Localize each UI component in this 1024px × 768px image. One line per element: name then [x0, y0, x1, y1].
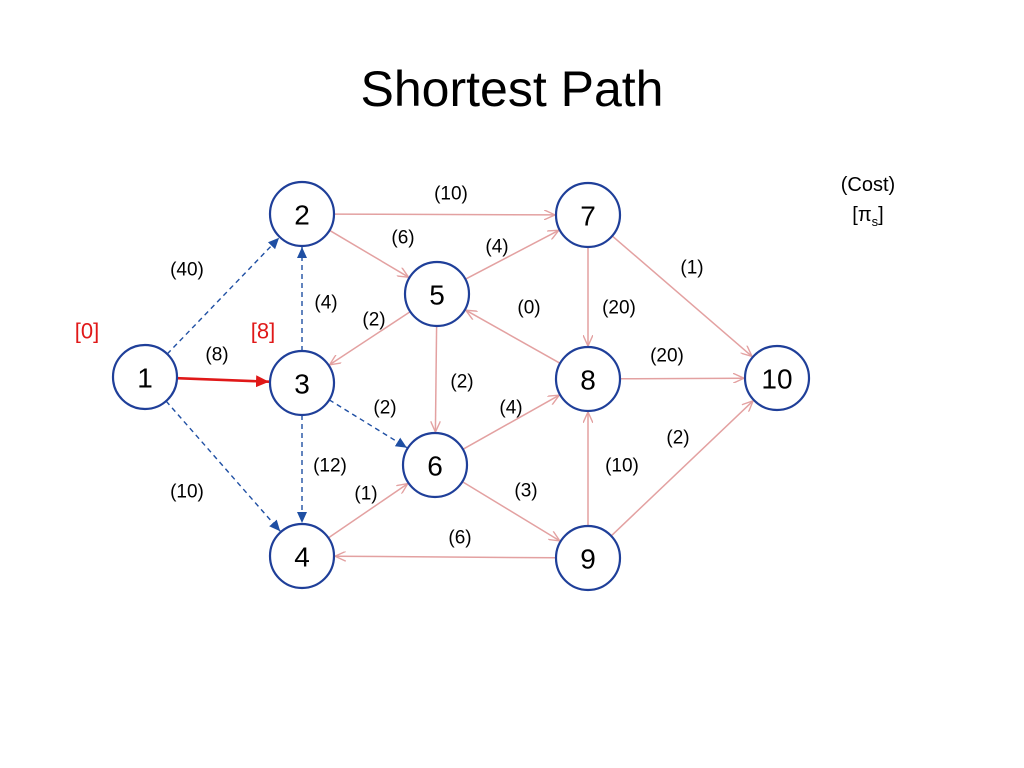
node-label-4: 4 — [294, 542, 310, 573]
edge-cost-5-7: (4) — [485, 237, 508, 258]
edges-layer — [165, 214, 753, 558]
edge-cost-6-8: (4) — [499, 398, 522, 419]
legend: (Cost) [πs] — [820, 170, 916, 237]
node-6 — [401, 431, 469, 499]
edge-cost-7-10: (1) — [680, 258, 703, 279]
node-1 — [111, 343, 179, 411]
node-distance-3: [8] — [251, 319, 275, 344]
edge-cost-9-8: (10) — [605, 456, 639, 477]
edge-labels-layer: (40) (8) (10) (4) (2) (12) (10) (6) (4) (2) (2) (0)… — [170, 184, 704, 549]
edge-cost-6-9: (3) — [514, 481, 537, 502]
node-label-10: 10 — [761, 364, 792, 395]
node-8 — [554, 345, 622, 413]
edge-cost-5-3: (2) — [362, 310, 385, 331]
edge-cost-2-7: (10) — [434, 184, 468, 205]
edge-cost-3-2: (4) — [314, 293, 337, 314]
edge-cost-3-4: (12) — [313, 456, 347, 477]
node-labels-layer: [0] [8] — [75, 319, 275, 344]
edge-9-4 — [335, 556, 557, 558]
node-2 — [268, 180, 336, 248]
edge-5-7 — [465, 230, 558, 280]
edge-cost-9-4: (6) — [448, 528, 471, 549]
node-label-1: 1 — [137, 363, 153, 394]
edge-8-10 — [619, 378, 744, 379]
legend-open-bracket: [ — [852, 204, 858, 226]
edge-cost-5-6: (2) — [450, 372, 473, 393]
edge-2-5 — [329, 229, 409, 277]
edge-4-6 — [327, 484, 407, 539]
edge-7-10 — [611, 235, 752, 357]
node-label-8: 8 — [580, 365, 596, 396]
node-label-2: 2 — [294, 200, 310, 231]
edge-9-10 — [610, 401, 753, 537]
edge-cost-8-5: (0) — [517, 298, 540, 319]
edge-3-6 — [328, 399, 408, 449]
edge-cost-9-10: (2) — [666, 428, 689, 449]
node-label-5: 5 — [429, 280, 445, 311]
edge-6-8 — [462, 395, 559, 450]
edge-cost-2-5: (6) — [391, 228, 414, 249]
node-3 — [268, 349, 336, 417]
legend-pi-symbol: π — [857, 204, 872, 226]
page-title: Shortest Path — [360, 61, 664, 117]
legend-cost: (Cost) — [840, 174, 896, 196]
edge-cost-8-10: (20) — [650, 346, 684, 367]
node-10 — [743, 344, 811, 412]
node-7 — [554, 181, 622, 249]
edge-cost-4-6: (1) — [354, 484, 377, 505]
edge-cost-1-3: (8) — [205, 345, 228, 366]
edge-cost-1-2: (40) — [170, 260, 204, 281]
node-distance-1: [0] — [75, 319, 99, 344]
legend-subscript: s — [871, 214, 879, 229]
node-5 — [403, 260, 471, 328]
edge-2-7 — [333, 214, 555, 215]
edge-1-4 — [165, 400, 281, 532]
edge-cost-3-6: (2) — [373, 398, 396, 419]
node-label-3: 3 — [294, 369, 310, 400]
edge-6-9 — [461, 480, 560, 541]
legend-label: [πs] — [820, 200, 916, 237]
legend-close-bracket: ] — [878, 204, 884, 226]
edge-5-3 — [330, 310, 411, 365]
node-label-7: 7 — [580, 201, 596, 232]
node-9 — [554, 524, 622, 592]
edge-1-3 — [176, 375, 270, 388]
node-label-9: 9 — [580, 544, 596, 575]
node-4 — [268, 522, 336, 590]
node-label-6: 6 — [427, 451, 443, 482]
edge-cost-7-8: (20) — [602, 298, 636, 319]
edge-8-5 — [466, 310, 561, 364]
edge-cost-1-4: (10) — [170, 482, 204, 503]
nodes-layer: 1 2 3 4 5 6 7 8 9 10 — [111, 180, 811, 592]
edge-5-6 — [435, 325, 436, 432]
